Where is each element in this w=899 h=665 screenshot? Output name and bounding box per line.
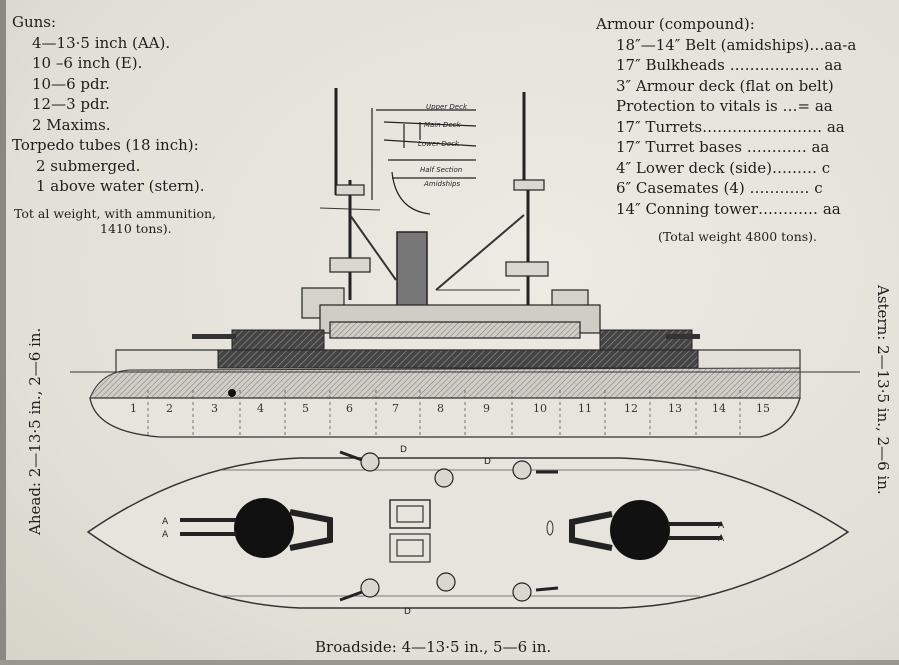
compartment-number: 11	[578, 402, 592, 415]
gun-label-a: A	[718, 534, 725, 544]
total-weight-line: Tot al weight, with ammunition,	[14, 206, 217, 221]
gun-label-a: A	[162, 517, 169, 527]
armour-heading: Armour (compound):	[596, 15, 755, 33]
casemate-label-d: D	[400, 445, 407, 455]
ahead-fire-label: Ahead: 2—13·5 in., 2—6 in.	[26, 327, 44, 535]
midship-section	[371, 108, 477, 215]
armour-item: 17″ Turrets…………………… aa	[616, 117, 845, 136]
astern-fire-label: Astern: 2—13·5 in., 2—6 in.	[874, 285, 892, 495]
deck-label: Upper Deck	[426, 103, 468, 111]
mast-tops	[329, 179, 549, 277]
casemate-label-d: D	[484, 457, 491, 467]
derricks	[319, 207, 525, 291]
compartment-number: 7	[392, 402, 399, 415]
funnel	[396, 231, 428, 313]
superstructure	[301, 287, 601, 339]
guns-item: 2 Maxims.	[32, 115, 111, 134]
compartment-number: 13	[668, 402, 682, 415]
torpedo-item: 1 above water (stern).	[36, 177, 205, 195]
armour-item: Protection to vitals is …= aa	[616, 97, 833, 115]
torpedo-item: 2 submerged.	[36, 156, 141, 175]
broadside-label: Broadside: 4—13·5 in., 5—6 in.	[315, 638, 552, 656]
armour-item: 3″ Armour deck (flat on belt)	[616, 76, 834, 95]
armour-item: 17″ Turret bases ………… aa	[616, 138, 830, 156]
compartment-number: 12	[624, 402, 638, 415]
deck-plan	[86, 450, 850, 609]
compartment-number: 1	[130, 402, 137, 415]
compartment-number: 14	[712, 402, 726, 415]
torpedo-heading: Torpedo tubes (18 inch):	[12, 136, 199, 154]
compartment-number: 4	[257, 402, 264, 415]
compartment-number: 15	[756, 402, 770, 415]
bulkhead-lines	[147, 390, 741, 436]
armour-item: 6″ Casemates (4) ………… c	[616, 179, 823, 197]
gun-label-a: A	[718, 521, 725, 531]
armour-total-weight: (Total weight 4800 tons).	[658, 229, 818, 244]
total-weight-line: 1410 tons).	[100, 221, 172, 236]
compartment-numbers: 1 2 3 4 5 6 7 8 9 10 11 12 13 14 15	[130, 402, 770, 415]
page-edge-bottom	[0, 660, 899, 665]
armour-list: Armour (compound): 18″—14″ Belt (amidshi…	[596, 14, 899, 219]
guns-list: Guns: 4—13·5 inch (AA). 10 –6 inch (E). …	[12, 12, 205, 197]
total-weight-note: Tot al weight, with ammunition, 1410 ton…	[14, 206, 216, 236]
armour-item: 14″ Conning tower………… aa	[616, 199, 841, 218]
hull-profile	[70, 349, 860, 438]
compartment-number: 6	[346, 402, 353, 415]
deck-label: Lower Deck	[418, 140, 460, 148]
armour-item: 4″ Lower deck (side)……… c	[616, 158, 831, 177]
compartment-number: 8	[437, 402, 444, 415]
guns-heading: Guns:	[12, 13, 57, 31]
guns-item: 12—3 pdr.	[32, 95, 110, 113]
compartment-number: 9	[483, 402, 490, 415]
guns-item: 10 –6 inch (E).	[32, 54, 143, 72]
deck-labels: Upper Deck Main Deck Lower Deck Half Sec…	[418, 103, 468, 188]
masts	[334, 88, 530, 310]
deck-label: Main Deck	[424, 121, 461, 129]
guns-item: 4—13·5 inch (AA).	[32, 33, 171, 52]
armour-item: 17″ Bulkheads ……………… aa	[616, 56, 843, 74]
guns-item: 10—6 pdr.	[32, 74, 110, 93]
armour-item: 18″—14″ Belt (amidships)…aa-a	[616, 35, 857, 54]
compartment-number: 5	[302, 402, 309, 415]
deck-label: Half Section	[420, 166, 462, 174]
casemate-label-d: D	[404, 607, 411, 617]
gun-label-a: A	[162, 530, 169, 540]
page-edge	[0, 0, 6, 665]
compartment-number: 10	[533, 402, 547, 415]
plan-gun-labels: A A A A D D D	[162, 445, 725, 617]
compartment-number: 3	[211, 402, 218, 415]
deck-label: Amidships	[423, 180, 460, 188]
compartment-number: 2	[166, 402, 173, 415]
